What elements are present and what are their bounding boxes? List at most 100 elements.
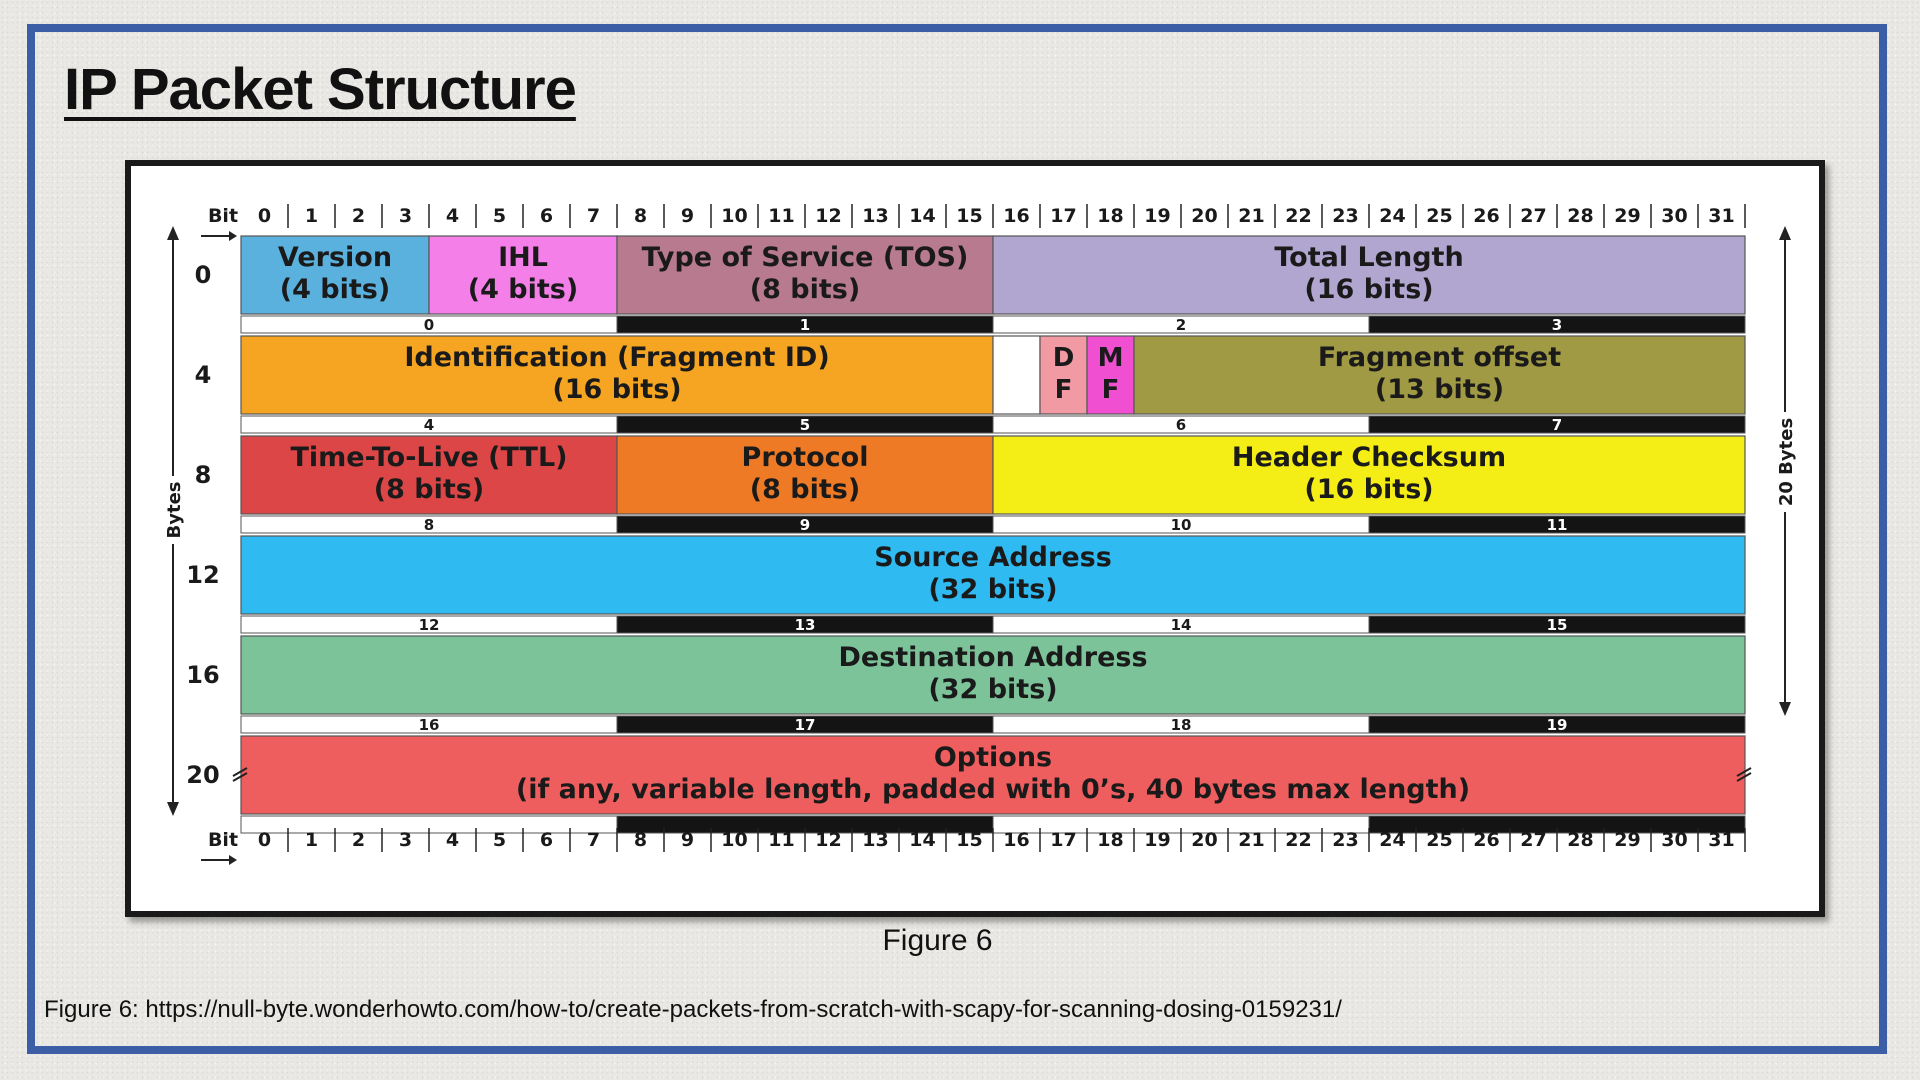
version-name: Version <box>278 242 392 273</box>
header-checksum-name: Header Checksum <box>1232 442 1506 473</box>
header-size-arrow-head <box>1779 226 1791 240</box>
byte-index-label: 5 <box>800 416 810 434</box>
top-bit-number: 13 <box>862 205 888 227</box>
bottom-bit-number: 3 <box>399 829 412 851</box>
bottom-bit-number: 16 <box>1003 829 1029 851</box>
bytes-axis-label: Bytes <box>164 482 185 539</box>
fragment-offset-size: (13 bits) <box>1375 374 1504 405</box>
bottom-bit-label: Bit <box>208 829 238 851</box>
row-offset-label: 12 <box>186 561 219 589</box>
total-length-field <box>992 235 1746 315</box>
bottom-bit-number: 10 <box>721 829 747 851</box>
bottom-bit-number: 22 <box>1285 829 1311 851</box>
bottom-bit-arrow-head <box>229 855 237 865</box>
bottom-bit-number: 19 <box>1144 829 1170 851</box>
top-bit-number: 14 <box>909 205 935 227</box>
header-size-label: 20 Bytes <box>1776 418 1797 506</box>
options-break-mark <box>1736 772 1752 782</box>
bottom-bit-number: 8 <box>634 829 647 851</box>
bottom-bit-number: 12 <box>815 829 841 851</box>
bottom-bit-number: 27 <box>1520 829 1546 851</box>
top-bit-number: 0 <box>258 205 271 227</box>
slide-title: IP Packet Structure <box>64 57 577 122</box>
top-bit-number: 9 <box>681 205 694 227</box>
df-flag-field <box>1039 335 1088 415</box>
header-checksum-field <box>992 435 1746 515</box>
row-offset-label: 8 <box>195 461 212 489</box>
destination-address-field <box>240 635 1746 715</box>
destination-address-name: Destination Address <box>838 642 1147 673</box>
bytes-axis-arrow-head <box>167 226 179 240</box>
ttl-size: (8 bits) <box>374 474 484 505</box>
bottom-bit-number: 9 <box>681 829 694 851</box>
top-bit-number: 21 <box>1238 205 1264 227</box>
top-bit-number: 12 <box>815 205 841 227</box>
row-offset-label: 0 <box>195 261 212 289</box>
byte-index-label: 15 <box>1547 616 1568 634</box>
byte-index-label: 10 <box>1171 516 1192 534</box>
byte-index-label: 11 <box>1547 516 1568 534</box>
bottom-bit-number: 5 <box>493 829 506 851</box>
source-address-size: (32 bits) <box>928 574 1057 605</box>
ihl-size: (4 bits) <box>468 274 578 305</box>
bottom-bit-number: 25 <box>1426 829 1452 851</box>
bottom-bit-number: 0 <box>258 829 271 851</box>
byte-index-label: 17 <box>795 716 816 734</box>
df-flag-size: F <box>1055 375 1073 405</box>
ihl-name: IHL <box>498 242 548 273</box>
top-bit-number: 18 <box>1097 205 1123 227</box>
top-bit-number: 27 <box>1520 205 1546 227</box>
tos-name: Type of Service (TOS) <box>642 242 969 273</box>
top-bit-number: 7 <box>587 205 600 227</box>
mf-flag-name: M <box>1098 343 1124 373</box>
byte-index-label: 8 <box>424 516 434 534</box>
byte-strip-cell <box>1368 715 1746 734</box>
df-flag-name: D <box>1053 343 1075 373</box>
top-bit-number: 3 <box>399 205 412 227</box>
top-bit-number: 5 <box>493 205 506 227</box>
bottom-bit-number: 1 <box>305 829 318 851</box>
byte-index-label: 16 <box>419 716 440 734</box>
bottom-bit-number: 11 <box>768 829 794 851</box>
top-bit-number: 28 <box>1567 205 1593 227</box>
bottom-bit-number: 24 <box>1379 829 1405 851</box>
top-bit-number: 8 <box>634 205 647 227</box>
byte-strip-cell <box>1368 415 1746 434</box>
byte-index-label: 6 <box>1176 416 1186 434</box>
reserved-flag-field <box>992 335 1041 415</box>
tos-field <box>616 235 994 315</box>
bottom-bit-number: 28 <box>1567 829 1593 851</box>
header-checksum-size: (16 bits) <box>1304 474 1433 505</box>
byte-index-label: 0 <box>424 316 434 334</box>
ttl-name: Time-To-Live (TTL) <box>290 442 567 473</box>
top-bit-number: 15 <box>956 205 982 227</box>
options-size: (if any, variable length, padded with 0’… <box>516 774 1470 805</box>
top-bit-number: 29 <box>1614 205 1640 227</box>
header-size-arrow-head <box>1779 702 1791 716</box>
top-bit-number: 4 <box>446 205 459 227</box>
source-address-name: Source Address <box>874 542 1112 573</box>
top-bit-number: 17 <box>1050 205 1076 227</box>
byte-index-label: 12 <box>419 616 440 634</box>
protocol-size: (8 bits) <box>750 474 860 505</box>
top-bit-number: 11 <box>768 205 794 227</box>
options-break-mark <box>232 772 248 782</box>
byte-index-label: 3 <box>1552 316 1562 334</box>
byte-index-label: 9 <box>800 516 810 534</box>
row-offset-label: 20 <box>186 761 219 789</box>
byte-index-label: 4 <box>424 416 434 434</box>
version-size: (4 bits) <box>280 274 390 305</box>
ttl-field <box>240 435 618 515</box>
identification-field <box>240 335 994 415</box>
bottom-bit-number: 23 <box>1332 829 1358 851</box>
bottom-bit-number: 17 <box>1050 829 1076 851</box>
row-offset-label: 4 <box>195 361 212 389</box>
bottom-bit-number: 4 <box>446 829 459 851</box>
bottom-bit-number: 15 <box>956 829 982 851</box>
bottom-bit-number: 29 <box>1614 829 1640 851</box>
ihl-field <box>428 235 618 315</box>
figure-caption: Figure 6 <box>882 924 993 957</box>
top-bit-number: 31 <box>1708 205 1734 227</box>
